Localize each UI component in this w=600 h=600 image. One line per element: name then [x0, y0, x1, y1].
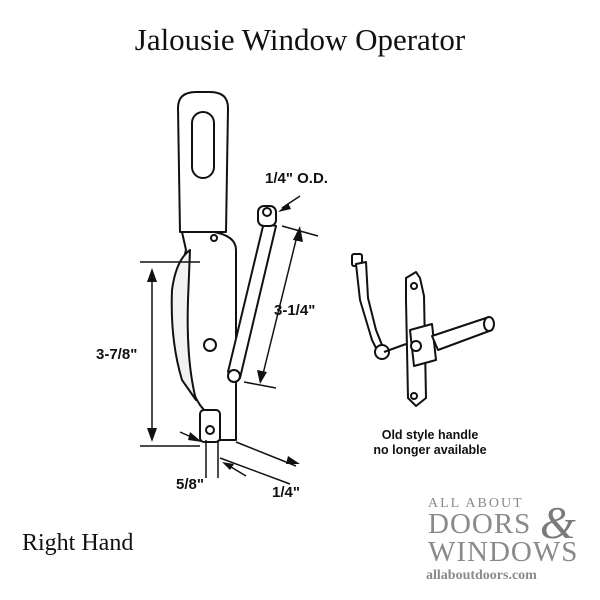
logo-ampersand: & [540, 497, 576, 548]
body-depth-label: 1/4" [272, 484, 300, 501]
diagram-title: Jalousie Window Operator [134, 22, 466, 57]
shaft-od-label: 1/4" O.D. [265, 170, 328, 187]
housing-side [170, 249, 197, 401]
logo-line-1: ALL ABOUT [428, 496, 524, 511]
hand-label: Right Hand [22, 530, 134, 556]
operator-main-illustration [170, 91, 277, 443]
pivot-hole [203, 338, 217, 352]
body-height-label: 3-7/8" [96, 346, 138, 363]
old-style-handle-illustration [351, 253, 495, 407]
body-width-label: 5/8" [176, 476, 204, 493]
logo-url: allaboutdoors.com [426, 568, 537, 583]
note-line-1: Old style handle [381, 428, 479, 442]
arm-length-label: 3-1/4" [274, 302, 316, 319]
brand-logo: ALL ABOUT DOORS & WINDOWS allaboutdoors.… [418, 496, 593, 592]
note-line-2: no longer available [373, 443, 487, 457]
crank-joint [227, 369, 241, 383]
old-style-note: Old style handle no longer available [355, 428, 505, 458]
dimension-lines [140, 195, 319, 485]
base-hole [205, 425, 215, 435]
arm-slot [191, 111, 215, 179]
logo-line-3: WINDOWS [428, 536, 579, 568]
logo-line-2: DOORS [428, 508, 532, 540]
